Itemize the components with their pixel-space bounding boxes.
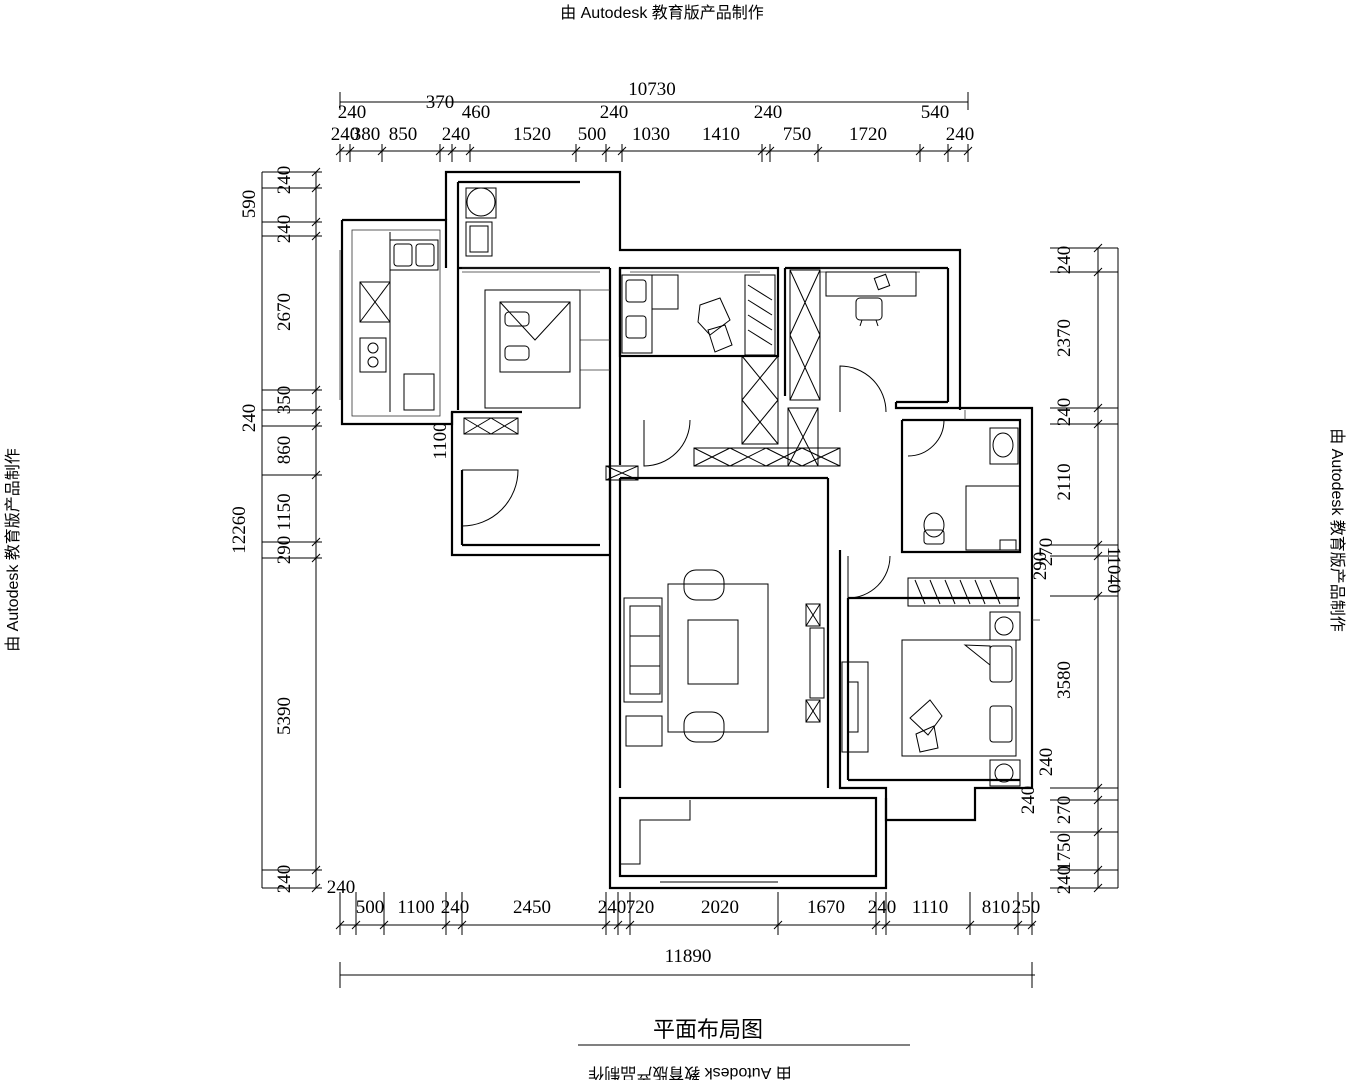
watermark-right: 由 Autodesk 教育版产品制作 [1328, 428, 1346, 632]
bottom-segment-dimension: 1110 [912, 897, 949, 918]
top-lower-dimension: 1410 [702, 124, 740, 145]
right-segment-dimension: 2370 [1054, 319, 1075, 357]
right-total-dimension: 11040 [1103, 547, 1124, 594]
left-total-dimension: 12260 [229, 506, 250, 554]
top-lower-dimension: 500 [578, 124, 607, 145]
top-lower-dimension: 850 [389, 124, 418, 145]
right-dimensions: 11040 2402370240211027029035802402701750… [1018, 243, 1124, 895]
study-furniture [825, 271, 917, 327]
top-total-dimension: 10730 [628, 79, 676, 100]
left-segment-dimension: 240 [274, 215, 295, 244]
right-segment-dimension: 2110 [1054, 463, 1075, 500]
left-segment-dimension: 290 [274, 536, 295, 565]
top-upper-dimension: 240 [338, 102, 367, 123]
bottom-segment-dimension: 2450 [513, 897, 551, 918]
bedroom-1-furniture [484, 289, 581, 409]
left-segment-dimension: 1150 [274, 493, 295, 530]
living-room-furniture [623, 569, 825, 747]
right-segment-dimension: 240 [1054, 398, 1075, 427]
top-upper-dimension: 540 [921, 102, 950, 123]
top-upper-dimension: 240 [754, 102, 783, 123]
bottom-segment-dimension: 240 [868, 897, 897, 918]
left-segment-dimension: 590 [239, 190, 260, 219]
top-lower-dimension: 750 [783, 124, 812, 145]
right-segment-dimension: 270 [1036, 538, 1057, 567]
top-upper-dimension: 460 [462, 102, 491, 123]
right-segment-dimension: 1750 [1054, 833, 1075, 871]
top-lower-dimension: 240 [331, 124, 360, 145]
bottom-segment-dimension: 500 [356, 897, 385, 918]
left-segment-dimension: 350 [274, 386, 295, 415]
top-lower-dimension: 1030 [632, 124, 670, 145]
doors [461, 365, 945, 599]
master-bedroom-furniture [841, 577, 1021, 787]
bottom-segment-dimension: 250 [1012, 897, 1041, 918]
left-segment-dimension: 860 [274, 436, 295, 465]
right-inner-dimension: 240 [1018, 786, 1039, 815]
bottom-segment-dimension: 1670 [807, 897, 845, 918]
watermark-left: 由 Autodesk 教育版产品制作 [4, 448, 22, 652]
bottom-segment-dimension: 240 [327, 877, 356, 898]
bottom-segment-dimension: 720 [626, 897, 655, 918]
drawing-title-block: 平面布局图 [578, 1018, 910, 1046]
left-dimensions: 12260 240 590 240 2670 350 240 860 1150 290 5390 2… [229, 166, 451, 894]
left-inner-dimension: 1100 [430, 422, 451, 459]
top-lower-dimension: 380 [352, 124, 381, 145]
bottom-total-dimension: 11890 [665, 946, 712, 967]
left-segment-dimension: 5390 [274, 697, 295, 735]
right-segment-dimension: 270 [1054, 796, 1075, 825]
bottom-segment-dimension: 2020 [701, 897, 739, 918]
left-segment-dimension: 240 [274, 865, 295, 894]
top-upper-dimension: 370 [426, 92, 455, 113]
bottom-segment-dimension: 810 [982, 897, 1011, 918]
top-lower-dimension: 240 [442, 124, 471, 145]
bedroom-2-furniture [621, 274, 776, 356]
right-segment-dimension: 3580 [1054, 661, 1075, 699]
wardrobes [463, 269, 841, 481]
kitchen-fixtures [359, 232, 439, 412]
right-segment-dimension: 240 [1054, 246, 1075, 275]
left-segment-dimension: 240 [274, 166, 295, 195]
bottom-segment-dimension: 1100 [397, 897, 434, 918]
right-bath-fixtures [923, 427, 1021, 551]
left-segment-dimension: 2670 [274, 293, 295, 331]
upper-bath-fixtures [465, 187, 497, 257]
top-lower-dimension: 1720 [849, 124, 887, 145]
right-segment-dimension: 240 [1036, 748, 1057, 777]
right-segment-dimension: 290 [1030, 552, 1051, 581]
drawing-title: 平面布局图 [653, 1018, 763, 1043]
left-segment-dimension: 240 [239, 404, 260, 433]
right-segment-dimension: 240 [1054, 866, 1075, 895]
top-lower-dimension: 1520 [513, 124, 551, 145]
top-lower-dimension: 240 [946, 124, 975, 145]
bottom-segment-dimension: 240 [441, 897, 470, 918]
top-upper-dimension: 240 [600, 102, 629, 123]
bottom-segment-dimension: 240 [598, 897, 627, 918]
watermark-top: 由 Autodesk 教育版产品制作 [560, 4, 764, 22]
watermark-bottom: 由 Autodesk 教育版产品制作 [588, 1064, 792, 1080]
